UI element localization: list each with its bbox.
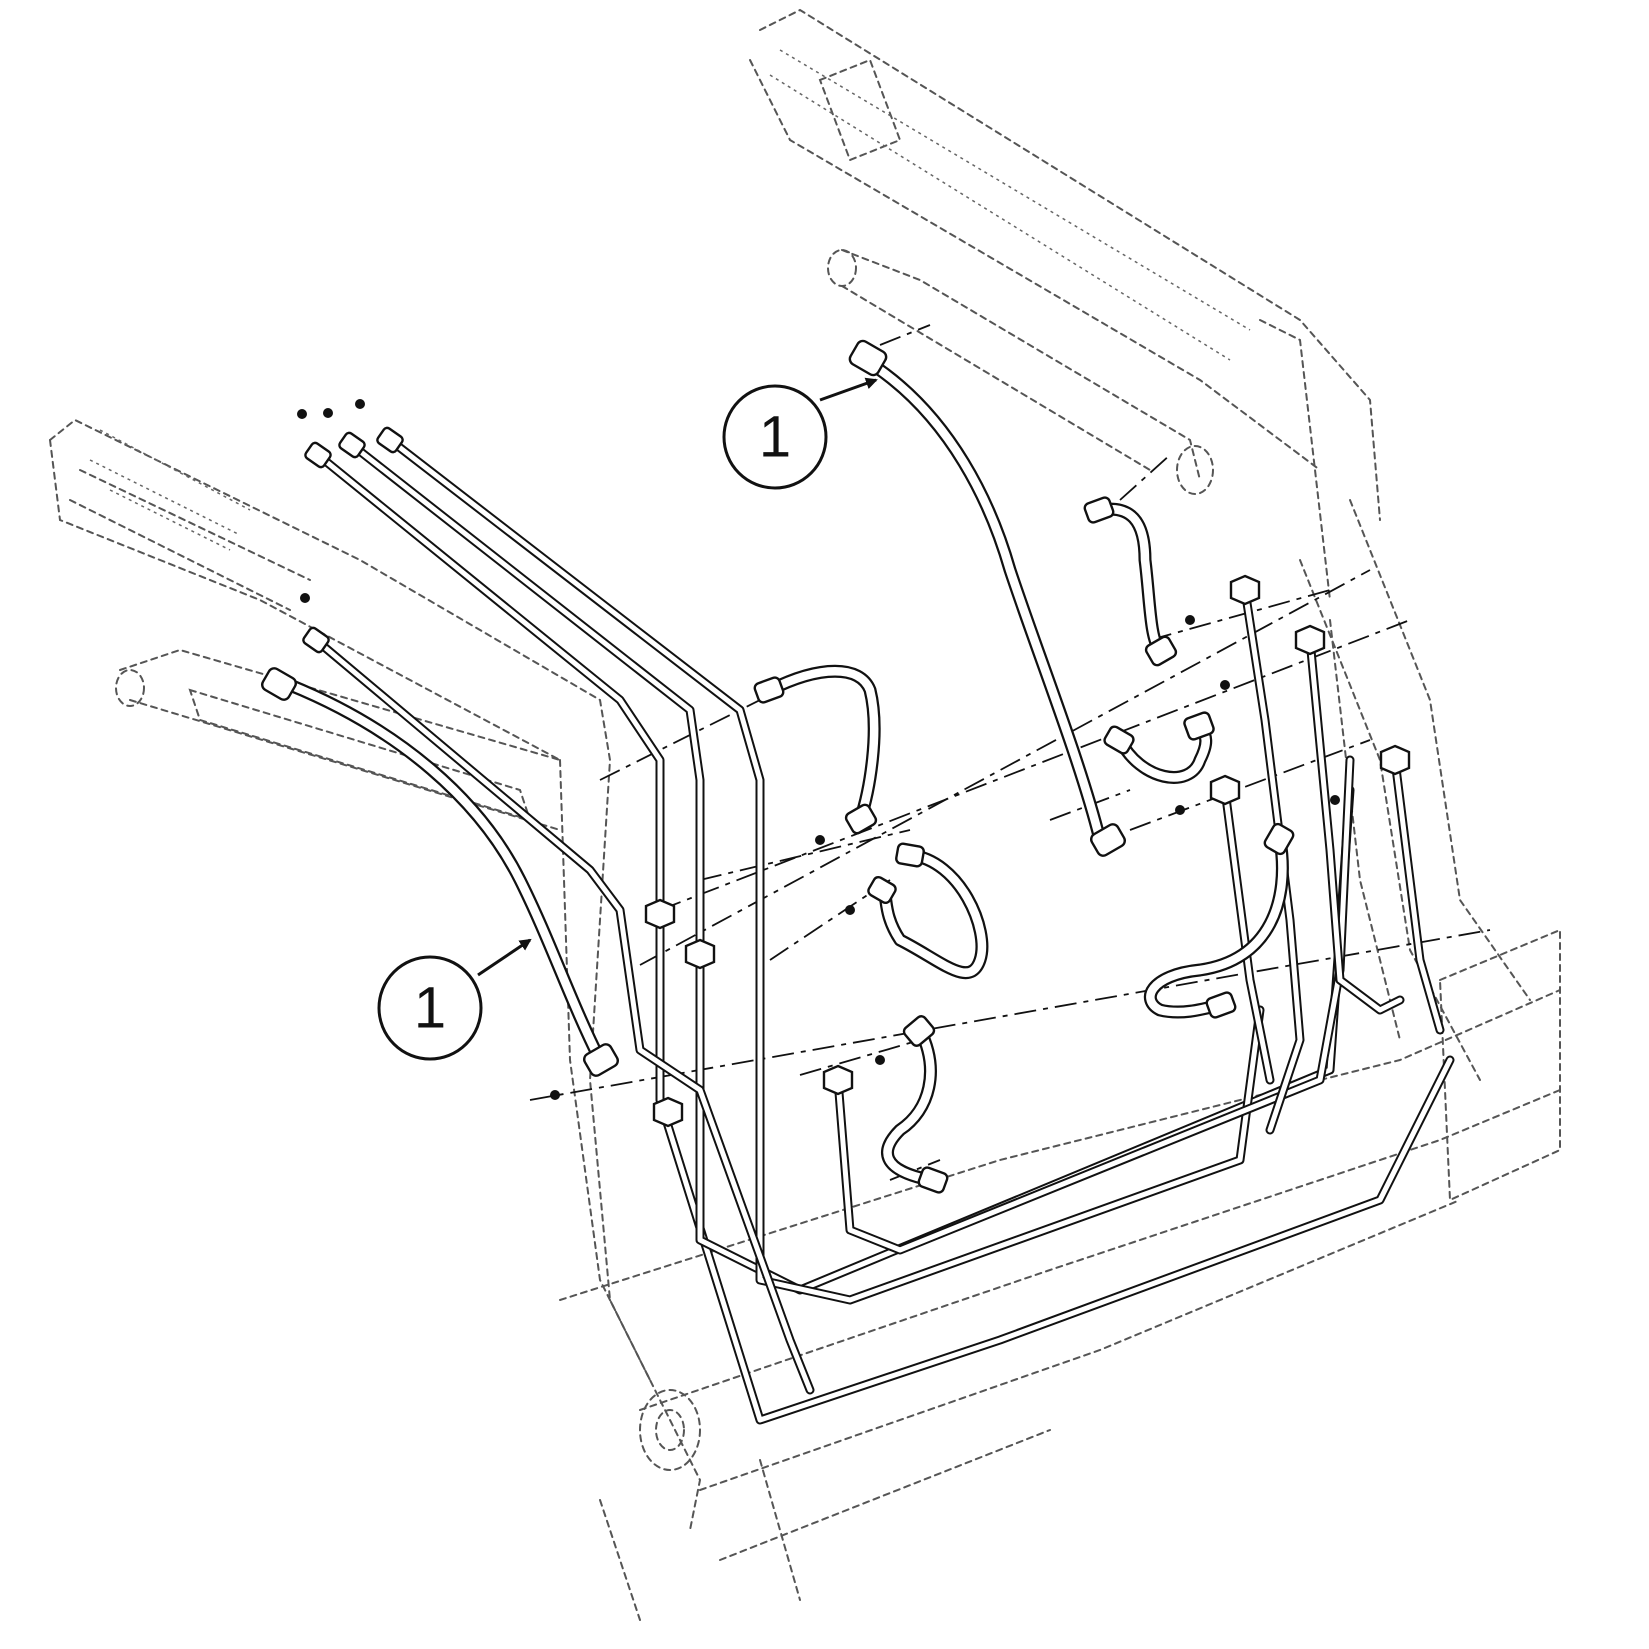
callout-left-leader	[477, 938, 532, 977]
callout-left-label: 1	[414, 976, 446, 1041]
rigid-tubes	[311, 435, 1455, 1425]
callout-left: 1	[377, 938, 532, 1061]
flexible-hoses	[283, 363, 1289, 1187]
fittings	[261, 339, 1411, 1194]
callout-left-circle	[377, 955, 483, 1061]
loader-frame-ghost	[49, 8, 1561, 1621]
callout-right-label: 1	[759, 405, 791, 470]
callout-right-leader	[819, 377, 878, 402]
callout-right-circle	[722, 384, 828, 490]
callout-right: 1	[722, 377, 878, 490]
